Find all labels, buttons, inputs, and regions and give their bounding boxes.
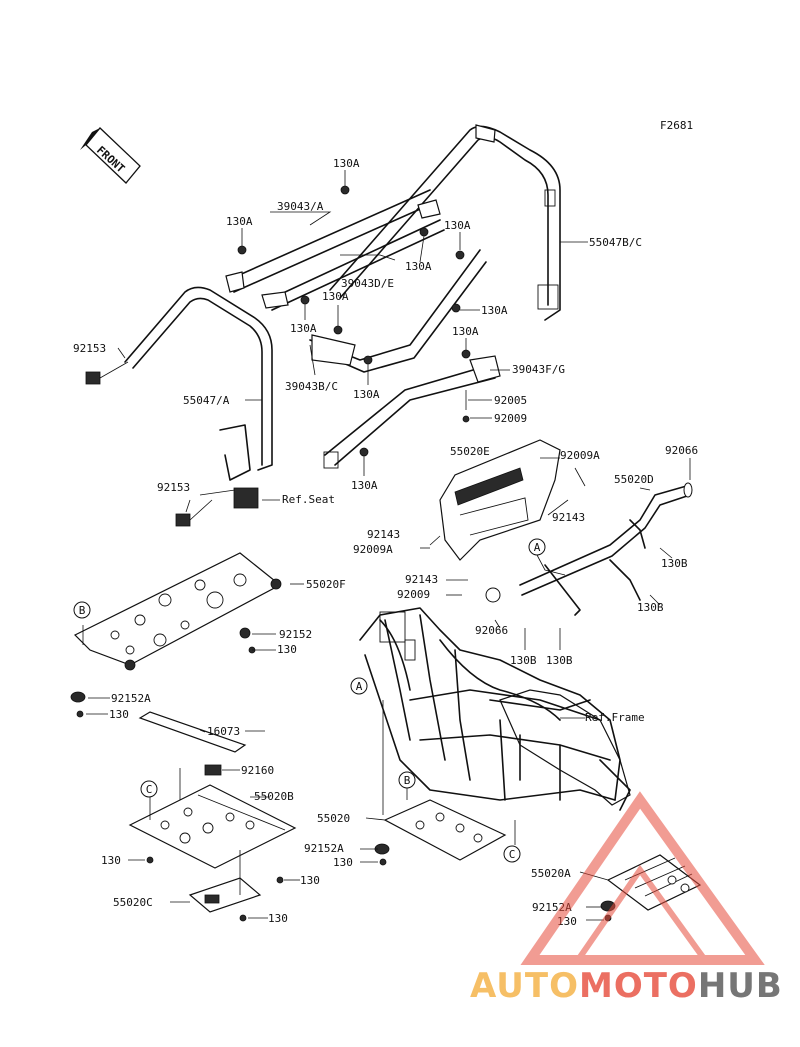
label-130b: 130B bbox=[546, 654, 573, 667]
label-130a: 130A bbox=[333, 157, 360, 170]
svg-text:B: B bbox=[79, 604, 86, 617]
roll-cage-illustration bbox=[85, 124, 561, 527]
label-92009a: 92009A bbox=[560, 449, 600, 462]
label-130: 130 bbox=[333, 856, 353, 869]
label-130: 130 bbox=[300, 874, 320, 887]
label-55047bc: 55047B/C bbox=[589, 236, 642, 249]
label-92066: 92066 bbox=[665, 444, 698, 457]
figure-id: F2681 bbox=[660, 119, 693, 132]
label-130a: 130A bbox=[444, 219, 471, 232]
label-92152a: 92152A bbox=[111, 692, 151, 705]
svg-text:B: B bbox=[404, 774, 411, 787]
label-92009: 92009 bbox=[494, 412, 527, 425]
callout-c-2: C bbox=[503, 845, 521, 863]
label-130: 130 bbox=[268, 912, 288, 925]
label-39043a: 39043/A bbox=[277, 200, 324, 213]
callout-b-2: B bbox=[398, 771, 416, 789]
label-55020a: 55020A bbox=[531, 867, 571, 880]
label-130: 130 bbox=[109, 708, 129, 721]
watermark-logo bbox=[520, 791, 765, 965]
label-92143: 92143 bbox=[405, 573, 438, 586]
svg-text:C: C bbox=[146, 783, 153, 796]
label-92009a: 92009A bbox=[353, 543, 393, 556]
callout-a-2: A bbox=[350, 677, 368, 695]
label-ref-frame: Ref.Frame bbox=[585, 711, 645, 724]
leader-lines bbox=[82, 170, 691, 921]
label-39043de: 39043D/E bbox=[341, 277, 394, 290]
label-55020c: 55020C bbox=[113, 896, 153, 909]
part-labels: 130A 39043/A 130A 130A 130A 55047B/C 390… bbox=[73, 157, 698, 928]
label-130b: 130B bbox=[637, 601, 664, 614]
label-39043fg: 39043F/G bbox=[512, 363, 565, 376]
label-130a: 130A bbox=[452, 325, 479, 338]
label-55020b: 55020B bbox=[254, 790, 294, 803]
label-130b: 130B bbox=[661, 557, 688, 570]
callout-c-1: C bbox=[140, 780, 158, 798]
label-92143: 92143 bbox=[367, 528, 400, 541]
skid-plate-55020 bbox=[374, 799, 507, 866]
label-130a: 130A bbox=[226, 215, 253, 228]
watermark-text: AUTOMOTOHUB bbox=[470, 966, 783, 1006]
label-92143: 92143 bbox=[552, 511, 585, 524]
main-frame-illustration bbox=[359, 607, 631, 811]
label-16073: 16073 bbox=[207, 725, 240, 738]
label-55020f: 55020F bbox=[306, 578, 346, 591]
front-arrow-icon: FRONT bbox=[80, 127, 141, 184]
label-130a: 130A bbox=[290, 322, 317, 335]
label-130a: 130A bbox=[405, 260, 432, 273]
label-92005: 92005 bbox=[494, 394, 527, 407]
callout-b-1: B bbox=[73, 601, 91, 619]
seat-trim-55020e bbox=[439, 439, 561, 561]
skid-plate-55020c bbox=[188, 877, 262, 922]
label-92153: 92153 bbox=[73, 342, 106, 355]
bolt-92153-top bbox=[85, 361, 129, 385]
svg-text:A: A bbox=[534, 541, 541, 554]
svg-text:A: A bbox=[356, 680, 363, 693]
svg-text:C: C bbox=[509, 848, 516, 861]
label-55020e: 55020E bbox=[450, 445, 490, 458]
label-ref-seat: Ref.Seat bbox=[282, 493, 335, 506]
callout-a-1: A bbox=[528, 538, 546, 556]
bolt-92153-low bbox=[175, 499, 213, 527]
label-92152: 92152 bbox=[279, 628, 312, 641]
label-92009: 92009 bbox=[397, 588, 430, 601]
label-130a: 130A bbox=[481, 304, 508, 317]
label-130a: 130A bbox=[351, 479, 378, 492]
label-92066: 92066 bbox=[475, 624, 508, 637]
pad-92160 bbox=[204, 764, 222, 776]
label-130: 130 bbox=[277, 643, 297, 656]
skid-plate-55020b bbox=[128, 784, 297, 884]
label-92152a: 92152A bbox=[304, 842, 344, 855]
label-55020d: 55020D bbox=[614, 473, 654, 486]
strip-16073 bbox=[138, 711, 247, 753]
label-55047a: 55047/A bbox=[183, 394, 230, 407]
skid-plate-55020f bbox=[70, 552, 282, 718]
bracket-55020d bbox=[485, 482, 693, 616]
label-130a: 130A bbox=[322, 290, 349, 303]
label-130: 130 bbox=[101, 854, 121, 867]
label-92160: 92160 bbox=[241, 764, 274, 777]
label-39043bc: 39043B/C bbox=[285, 380, 338, 393]
label-130b: 130B bbox=[510, 654, 537, 667]
svg-text:AUTOMOTOHUB: AUTOMOTOHUB bbox=[470, 966, 783, 1006]
label-130a: 130A bbox=[353, 388, 380, 401]
label-55020: 55020 bbox=[317, 812, 350, 825]
label-92153: 92153 bbox=[157, 481, 190, 494]
